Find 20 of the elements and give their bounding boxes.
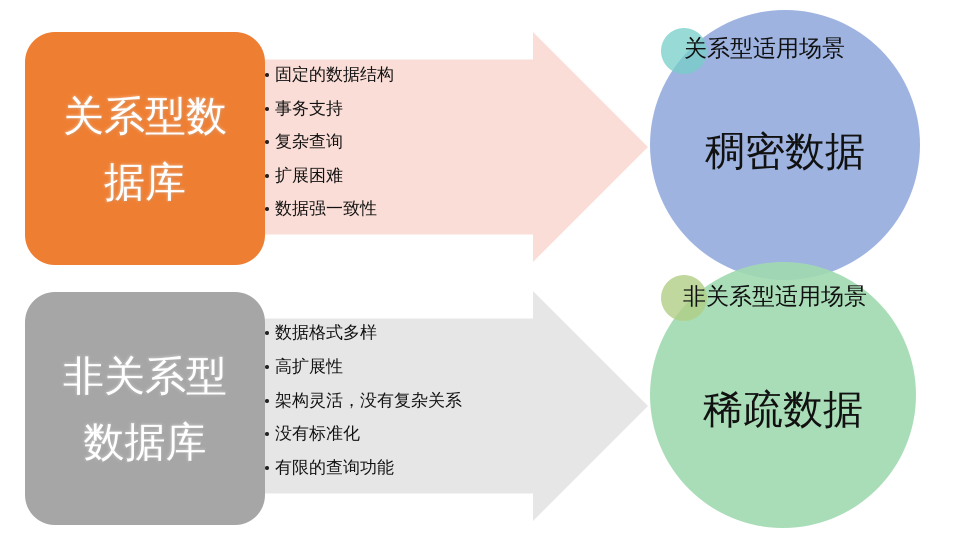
block-arrow [265, 291, 648, 521]
feature-text: 事务支持 [275, 98, 343, 120]
feature-text: 架构灵活，没有复杂关系 [275, 390, 462, 413]
database-title: 关系型数据库 [62, 90, 228, 208]
data-type-label: 稀疏数据 [703, 386, 863, 434]
feature-text: 有限的查询功能 [275, 457, 394, 480]
feature-text: 固定的数据结构 [275, 64, 394, 87]
scenario-heading: 关系型适用场景 [684, 35, 845, 63]
feature-text: 复杂查询 [275, 131, 343, 154]
scenario-heading: 非关系型适用场景 [683, 283, 867, 311]
feature-text: 数据格式多样 [275, 322, 377, 345]
block-arrow [265, 32, 648, 262]
database-box [25, 32, 265, 265]
feature-text: 没有标准化 [275, 423, 360, 446]
feature-text: 高扩展性 [275, 356, 343, 379]
feature-text: 数据强一致性 [275, 198, 377, 221]
data-type-label: 稠密数据 [705, 128, 865, 176]
database-title: 非关系型数据库 [62, 350, 228, 468]
database-box [25, 292, 265, 525]
feature-text: 扩展困难 [275, 164, 343, 188]
